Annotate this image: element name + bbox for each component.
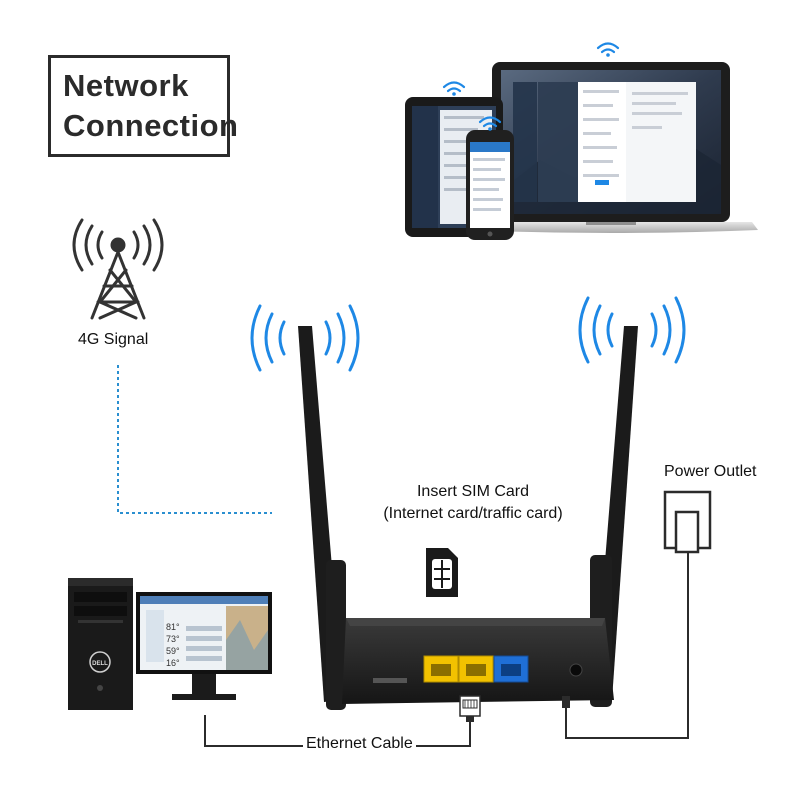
monitor xyxy=(136,592,272,700)
title-line-1: Network xyxy=(63,68,189,103)
dell-logo: DELL xyxy=(92,661,108,667)
sim-label-line2: (Internet card/traffic card) xyxy=(383,505,563,522)
title-line-2: Connection xyxy=(63,108,239,143)
cell-tower-icon xyxy=(72,218,164,320)
wifi-icon-dot xyxy=(452,92,456,96)
power-outlet-label: Power Outlet xyxy=(664,463,757,480)
router xyxy=(298,326,638,710)
monitor-reading-1: 81° xyxy=(166,622,180,632)
power-outlet-icon xyxy=(663,490,712,554)
ethernet-plug-icon xyxy=(459,695,481,722)
wifi-icon xyxy=(596,42,620,54)
desktop-tower xyxy=(68,578,133,710)
wifi-icon xyxy=(442,81,466,93)
signal-link-line xyxy=(117,365,272,514)
title-box: Network Connection xyxy=(48,55,238,157)
power-cable xyxy=(565,552,689,739)
sim-label-line1: Insert SIM Card xyxy=(416,483,530,500)
wifi-icon-dot xyxy=(606,53,610,57)
monitor-reading-4: 16° xyxy=(166,658,180,668)
wifi-icon xyxy=(578,296,686,364)
smartphone xyxy=(466,130,514,240)
wifi-icon xyxy=(478,116,502,128)
wifi-icon-dot xyxy=(488,127,492,131)
power-plug xyxy=(562,696,570,708)
monitor-reading-2: 73° xyxy=(166,634,180,644)
wifi-icon xyxy=(250,304,360,372)
laptop xyxy=(464,62,758,233)
sim-card-icon xyxy=(426,548,458,597)
signal-label: 4G Signal xyxy=(78,331,149,348)
monitor-reading-3: 59° xyxy=(166,646,180,656)
ethernet-cable-label: Ethernet Cable xyxy=(303,735,416,753)
